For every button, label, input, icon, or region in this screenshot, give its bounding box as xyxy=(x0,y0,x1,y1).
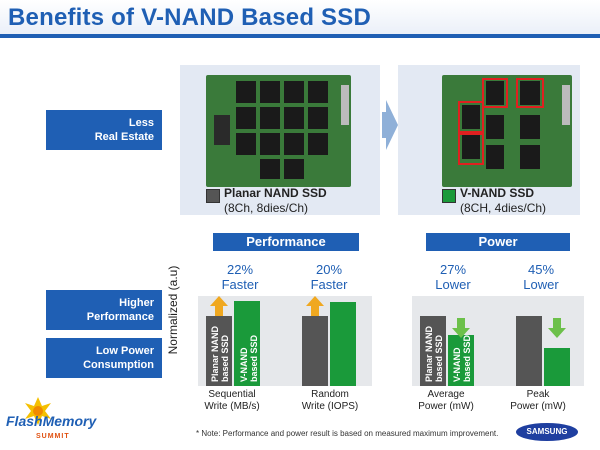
vnand-legend-swatch xyxy=(442,189,456,203)
row-label-real-estate: Less Real Estate xyxy=(46,110,162,150)
bar-planar-1-0 xyxy=(420,316,446,386)
highlight-box xyxy=(458,101,484,135)
vnand-ssd-image xyxy=(442,75,572,187)
header-rule xyxy=(0,34,600,38)
bar-vnand-1-1 xyxy=(544,347,570,386)
bar-planar-0-0 xyxy=(206,316,232,386)
highlight-box xyxy=(516,78,544,108)
y-axis-label: Normalized (a.u) xyxy=(166,265,180,355)
row-label-power: Low Power Consumption xyxy=(46,338,162,378)
vnand-ssd-label: V-NAND SSD (8CH, 4dies/Ch) xyxy=(460,186,547,215)
vnand-ssd-panel: V-NAND SSD (8CH, 4dies/Ch) xyxy=(398,65,580,215)
planar-ssd-label: Planar NAND SSD (8Ch, 8dies/Ch) xyxy=(224,186,327,215)
pct-peak-power: 45%Lower xyxy=(523,262,559,292)
bar-vnand-1-0 xyxy=(448,334,474,386)
pct-avg-power: 27%Lower xyxy=(435,262,471,292)
bar-planar-1-1 xyxy=(516,316,542,386)
highlight-box xyxy=(458,131,484,165)
planar-ssd-panel: Planar NAND SSD (8Ch, 8dies/Ch) xyxy=(180,65,380,215)
down-arrow-icon xyxy=(548,318,566,338)
bar-vnand-0-1 xyxy=(330,302,356,386)
footnote: * Note: Performance and power result is … xyxy=(196,429,499,438)
bar-planar-0-1 xyxy=(302,316,328,386)
bar-vnand-0-0 xyxy=(234,300,260,386)
row-label-performance: Higher Performance xyxy=(46,290,162,330)
pct-rand-write: 20%Faster xyxy=(310,262,348,292)
highlight-box xyxy=(482,78,508,108)
samsung-logo: SAMSUNG xyxy=(516,423,578,441)
up-arrow-icon xyxy=(210,296,228,316)
performance-header: Performance xyxy=(213,233,359,251)
pct-seq-write: 22%Faster xyxy=(221,262,259,292)
planar-legend-swatch xyxy=(206,189,220,203)
fms-logo-text: FlashMemory xyxy=(6,413,97,429)
down-arrow-icon xyxy=(452,318,470,338)
right-arrow-icon xyxy=(382,100,398,150)
planar-ssd-image xyxy=(206,75,351,187)
fms-logo-subtext: SUMMIT xyxy=(36,433,70,440)
power-header: Power xyxy=(426,233,570,251)
flash-memory-summit-logo xyxy=(25,397,51,425)
slide-title: Benefits of V-NAND Based SSD xyxy=(8,4,371,31)
up-arrow-icon xyxy=(306,296,324,316)
slide-header: Benefits of V-NAND Based SSD xyxy=(0,0,600,38)
